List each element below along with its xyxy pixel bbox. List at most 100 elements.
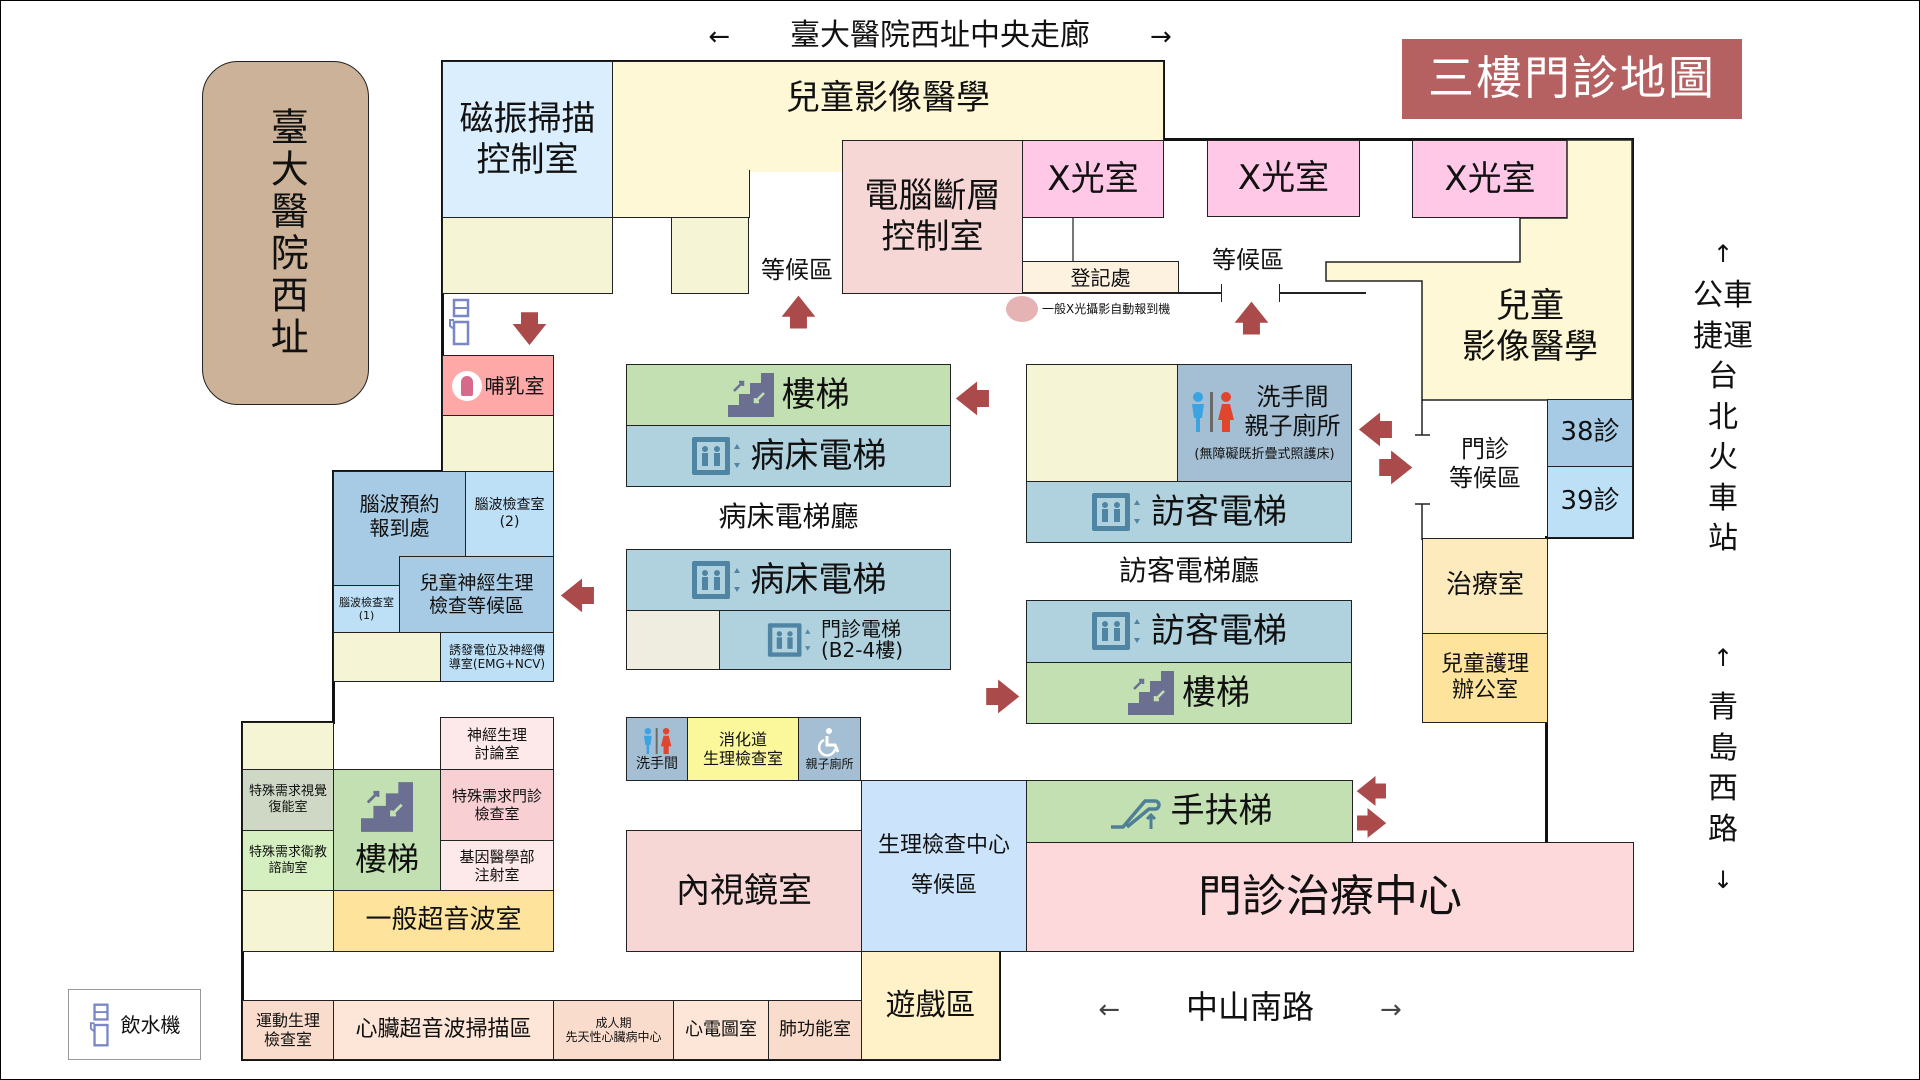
clinic-treatment-center[interactable]: 門診治療中心 [1026, 842, 1634, 952]
restroom-note: (無障礙既折疊式照護床) [1194, 447, 1335, 462]
room-eeg-2[interactable]: 腦波檢查室 (2) [465, 471, 554, 557]
room-unlabeled [242, 722, 334, 770]
room-label: 登記處 [1070, 265, 1131, 290]
escalator[interactable]: 手扶梯 [1026, 780, 1353, 843]
arrow-right-icon: 🡆 [1378, 449, 1414, 489]
visitor-elevator-1[interactable]: 訪客電梯 [1026, 481, 1352, 543]
room-label: 訪客電梯 [1151, 611, 1287, 652]
room-label: 導室(EMG+NCV) [448, 657, 546, 671]
room-unlabeled [442, 415, 554, 472]
room-ultrasound[interactable]: 一般超音波室 [333, 890, 554, 952]
stairs-right[interactable]: 樓梯 [1026, 662, 1352, 724]
waiting-area-left: 等候區 [761, 256, 833, 284]
room-label: 兒童護理 [1440, 651, 1529, 677]
room-38[interactable]: 38診 [1547, 399, 1633, 467]
room-label: 肺功能室 [779, 1019, 851, 1041]
family-restroom[interactable]: 親子廁所 [798, 717, 861, 781]
restroom-main[interactable]: 洗手間 親子廁所 (無障礙既折疊式照護床) [1177, 364, 1352, 482]
arrow-left-icon: 🡄 [955, 380, 991, 420]
room-label: 運動生理 [255, 1010, 320, 1030]
room-label: 消化道 [718, 729, 767, 749]
room-genetic-injection[interactable]: 基因醫學部 注射室 [440, 840, 554, 891]
bed-elevator-1[interactable]: 病床電梯 [626, 425, 951, 487]
room-label: 治療室 [1445, 570, 1524, 601]
room-xray-3[interactable]: X光室 [1412, 140, 1568, 218]
arrow-right-icon: → [1150, 22, 1172, 52]
restroom-small[interactable]: 洗手間 [626, 717, 688, 781]
room-special-vision[interactable]: 特殊需求視覺 復能室 [242, 769, 334, 831]
room-exercise-physiology[interactable]: 運動生理 檢查室 [242, 1000, 334, 1060]
play-area[interactable]: 遊戲區 [861, 951, 1000, 1060]
room-label: 報到處 [369, 516, 430, 540]
room-gi-lab[interactable]: 消化道 生理檢查室 [687, 717, 799, 781]
physio-center-waiting[interactable]: 生理檢查中心 等候區 [861, 780, 1027, 952]
label-line: 台 [1708, 359, 1738, 395]
room-achd-center[interactable]: 成人期 先天性心臟病中心 [553, 1000, 674, 1060]
label-line: 火 [1708, 440, 1738, 476]
room-label: 兒童神經生理 [419, 571, 534, 594]
room-label: 內視鏡室 [676, 870, 812, 911]
room-nursing[interactable]: 哺乳室 [442, 355, 554, 416]
room-special-education[interactable]: 特殊需求衛教 諮詢室 [242, 830, 334, 891]
west-site-label: 臺大醫院西址 [264, 107, 309, 359]
label-line: 路 [1708, 811, 1738, 847]
room-label: 等候區 [910, 873, 977, 898]
arrow-left-icon: 🡄 [1358, 411, 1394, 451]
room-label: 腦波檢查室 [474, 497, 545, 514]
room-ct-control[interactable]: 電腦斷層 控制室 [842, 140, 1023, 294]
visitor-elevator-2[interactable]: 訪客電梯 [1026, 600, 1352, 663]
room-label: 38診 [1560, 417, 1620, 448]
arrow-up-icon: ↑ [1712, 240, 1734, 268]
arrow-left-icon: ← [1098, 995, 1120, 1025]
label-line: 青 [1708, 690, 1738, 726]
room-treatment[interactable]: 治療室 [1422, 538, 1548, 634]
elevator-icon [1092, 612, 1140, 651]
room-unlabeled [442, 217, 613, 294]
room-label: 腦波檢查室 [339, 595, 394, 609]
room-xray-2[interactable]: X光室 [1207, 140, 1360, 217]
room-label: 兒童影像醫學 [786, 78, 990, 118]
registration-desk[interactable]: 登記處 [1022, 261, 1179, 294]
room-neuro-discussion[interactable]: 神經生理 討論室 [440, 717, 554, 770]
room-echocardiography[interactable]: 心臟超音波掃描區 [333, 1000, 554, 1060]
arrow-right-icon: → [1380, 995, 1402, 1025]
bed-elevator-2[interactable]: 病床電梯 [626, 549, 951, 611]
room-emg-ncv[interactable]: 誘發電位及神經傳 導室(EMG+NCV) [440, 632, 554, 682]
clinic-elevator[interactable]: 門診電梯 (B2-4樓) [719, 610, 951, 670]
room-label: 辦公室 [1451, 678, 1518, 703]
room-label: 病床電梯 [750, 559, 887, 600]
arrow-left-icon: 🡄 [1356, 775, 1387, 810]
direction-taipei-station: ↑ 公車 捷運 台 北 火 車 站 [1683, 238, 1763, 560]
room-label: 心臟超音波掃描區 [355, 1016, 532, 1042]
room-xray-1[interactable]: X光室 [1022, 140, 1164, 218]
room-label: 洗手間 [1256, 383, 1329, 412]
label-line: 北 [1708, 399, 1738, 435]
street-top: ←臺大醫院西址中央走廊→ [680, 18, 1200, 54]
room-pulmonary-function[interactable]: 肺功能室 [768, 1000, 862, 1060]
west-site-building: 臺大醫院西址 [202, 61, 369, 405]
room-endoscopy[interactable]: 內視鏡室 [626, 830, 862, 952]
room-unlabeled [671, 217, 749, 294]
arrow-up-icon: 🡅 [781, 293, 816, 333]
room-peds-imaging-right[interactable]: 兒童 影像醫學 [1437, 286, 1623, 368]
room-label: (2) [499, 514, 520, 530]
room-label: 門診 [1461, 435, 1509, 463]
room-label: 誘發電位及神經傳 [448, 642, 545, 657]
room-mri-control[interactable]: 磁振掃描 控制室 [442, 61, 613, 218]
peds-neuro-waiting[interactable]: 兒童神經生理 檢查等候區 [399, 556, 554, 633]
room-label: 腦波預約 [359, 492, 440, 516]
room-special-clinic[interactable]: 特殊需求門診 檢查室 [440, 769, 554, 841]
room-label: 樓梯 [781, 374, 850, 415]
room-peds-nursing-office[interactable]: 兒童護理 辦公室 [1422, 633, 1548, 723]
room-eeg-1[interactable]: 腦波檢查室 (1) [333, 585, 400, 633]
xray-kiosk[interactable]: 一般X光攝影自動報到機 [1006, 296, 1170, 322]
room-label: (1) [358, 609, 375, 622]
room-39[interactable]: 39診 [1547, 466, 1633, 538]
room-label: 樓梯 [354, 839, 419, 878]
arrow-down-icon: ↓ [1712, 866, 1734, 895]
stairs-left[interactable]: 樓梯 [333, 769, 441, 891]
room-unlabeled [1026, 364, 1178, 482]
stairs-mid[interactable]: 樓梯 [626, 364, 951, 426]
room-label: 親子廁所 [805, 756, 854, 771]
room-ecg[interactable]: 心電圖室 [673, 1000, 769, 1060]
